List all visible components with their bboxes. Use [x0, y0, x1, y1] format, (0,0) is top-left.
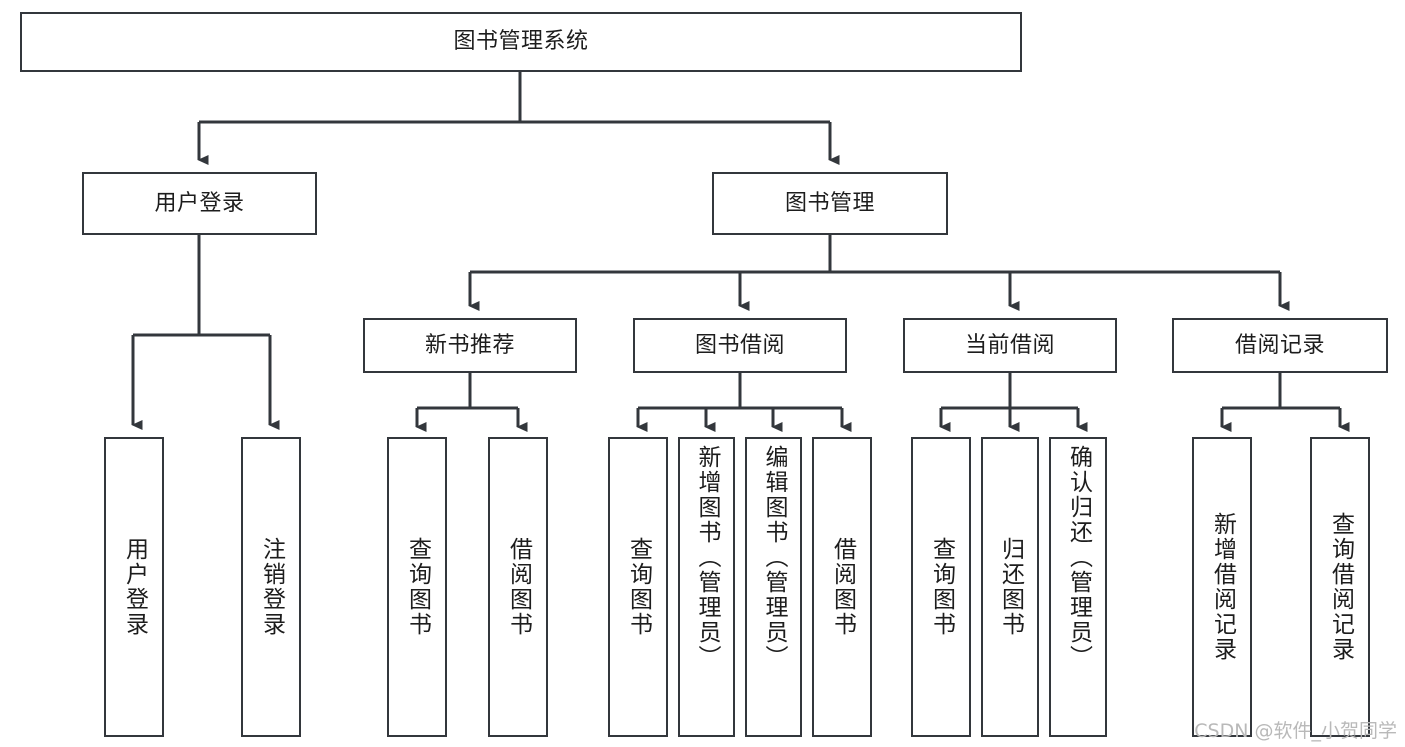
leaf-add-book-admin[interactable]: 新增图书（管理员）	[678, 437, 735, 737]
node-borrow-record[interactable]: 借阅记录	[1172, 318, 1388, 373]
node-book-borrow[interactable]: 图书借阅	[633, 318, 847, 373]
leaf-user-login[interactable]: 用户登录	[104, 437, 164, 737]
watermark-text: CSDN @软件_小贺同学	[1194, 720, 1397, 742]
node-label: 借阅图书	[505, 537, 532, 637]
node-label: 归还图书	[997, 537, 1024, 637]
node-user-login[interactable]: 用户登录	[82, 172, 317, 235]
node-book-manage[interactable]: 图书管理	[712, 172, 948, 235]
leaf-borrow-book-recommendation[interactable]: 借阅图书	[488, 437, 548, 737]
node-label: 查询图书	[625, 537, 652, 637]
node-label: 查询图书	[404, 537, 431, 637]
node-label: 当前借阅	[964, 332, 1055, 358]
node-label: 图书管理系统	[453, 29, 589, 55]
leaf-return-book[interactable]: 归还图书	[981, 437, 1039, 737]
node-label: 编辑图书（管理员）	[761, 445, 787, 670]
node-label: 图书借阅	[694, 332, 785, 358]
leaf-confirm-return-admin[interactable]: 确认归还（管理员）	[1049, 437, 1107, 737]
leaf-borrow-book[interactable]: 借阅图书	[812, 437, 872, 737]
leaf-add-borrow-record[interactable]: 新增借阅记录	[1192, 437, 1252, 737]
leaf-user-logout[interactable]: 注销登录	[241, 437, 301, 737]
leaf-query-book-current[interactable]: 查询图书	[911, 437, 971, 737]
node-label: 确认归还（管理员）	[1065, 445, 1092, 670]
node-label: 用户登录	[154, 190, 245, 216]
node-label: 查询借阅记录	[1327, 512, 1354, 662]
node-new-book-recommendation[interactable]: 新书推荐	[363, 318, 577, 373]
node-label: 新书推荐	[424, 332, 515, 358]
node-label: 借阅图书	[829, 537, 856, 637]
leaf-edit-book-admin[interactable]: 编辑图书（管理员）	[745, 437, 802, 737]
leaf-query-borrow-record[interactable]: 查询借阅记录	[1310, 437, 1370, 737]
node-label: 注销登录	[258, 537, 285, 637]
node-label: 借阅记录	[1234, 332, 1325, 358]
node-label: 新增图书（管理员）	[694, 445, 720, 670]
node-label: 新增借阅记录	[1209, 512, 1236, 662]
leaf-query-book-borrow[interactable]: 查询图书	[608, 437, 668, 737]
node-root-system[interactable]: 图书管理系统	[20, 12, 1022, 72]
node-label: 图书管理	[784, 190, 875, 216]
leaf-query-book-recommendation[interactable]: 查询图书	[387, 437, 447, 737]
node-current-borrow[interactable]: 当前借阅	[903, 318, 1117, 373]
node-label: 查询图书	[928, 537, 955, 637]
node-label: 用户登录	[121, 537, 148, 637]
